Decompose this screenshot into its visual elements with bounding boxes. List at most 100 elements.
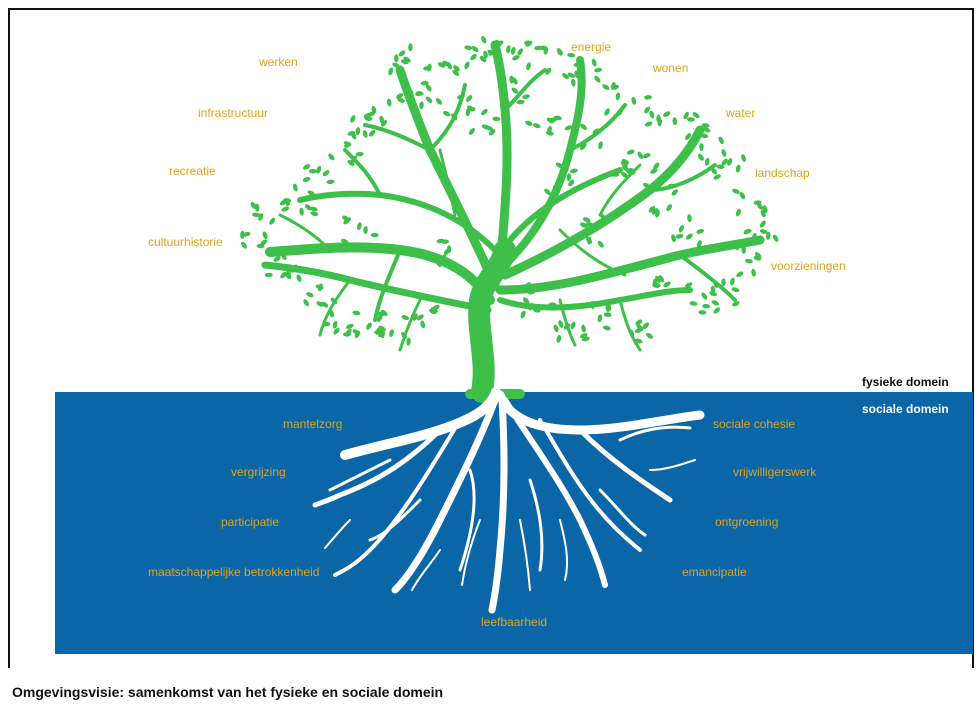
leaf-icon [532, 307, 541, 313]
leaf-icon [440, 254, 446, 262]
leaf-icon [524, 282, 531, 289]
physical-label-landschap: landschap [755, 166, 810, 180]
leaf-icon [355, 127, 361, 136]
leaf-icon [634, 338, 643, 344]
leaf-icon [420, 320, 426, 329]
leaf-icon [425, 96, 433, 103]
leaf-icon [594, 75, 601, 83]
leaf-icon [644, 121, 653, 127]
leaf-icon [744, 258, 753, 264]
leaf-icon [563, 323, 571, 330]
leaf-icon [553, 185, 558, 194]
leaf-icon [759, 220, 766, 228]
leaf-icon [733, 242, 739, 251]
leaf-icon [666, 204, 673, 212]
tree-canopy [261, 40, 765, 403]
leaf-icon [481, 108, 488, 116]
leaf-icon [355, 151, 364, 157]
leaf-icon [651, 208, 659, 215]
leaf-icon [309, 206, 318, 212]
leaf-icon [416, 314, 424, 321]
leaf-icon [564, 125, 573, 131]
social-label-mantelzorg: mantelzorg [283, 417, 343, 431]
leaf-icon [260, 239, 268, 246]
leaf-icon [526, 62, 531, 71]
leaf-icon [510, 46, 516, 55]
social-label-maatschappelijke-betrokkenheid: maatschappelijke betrokkenheid [148, 565, 320, 579]
leaf-icon [606, 303, 612, 311]
leaf-icon [687, 214, 692, 223]
leaf-icon [602, 84, 610, 90]
leaf-icon [362, 130, 368, 138]
leaf-icon [412, 313, 418, 321]
leaf-icon [376, 311, 385, 317]
leaf-icon [602, 325, 611, 331]
leaf-icon [598, 141, 603, 150]
leaf-icon [522, 94, 531, 100]
leaf-icon [464, 45, 473, 50]
leaf-icon [686, 117, 695, 122]
leaf-icon [352, 310, 361, 316]
leaf-icon [585, 222, 594, 227]
leaf-icon [430, 307, 438, 313]
leaf-icon [408, 43, 413, 52]
leaf-icon [751, 268, 756, 277]
leaf-icon [464, 61, 470, 70]
leaf-icon [721, 278, 726, 287]
leaf-icon [397, 97, 405, 103]
leaf-icon [350, 115, 356, 123]
leaf-icon [389, 329, 394, 337]
leaf-icon [343, 141, 352, 147]
leaf-icon [626, 149, 635, 155]
leaf-icon [667, 183, 676, 189]
leaf-icon [242, 231, 251, 237]
leaf-icon [264, 272, 273, 278]
leaf-icon [548, 302, 557, 307]
leaf-icon [287, 246, 294, 254]
leaf-icon [581, 324, 586, 333]
leaf-icon [731, 287, 740, 293]
leaf-icon [703, 127, 711, 133]
leaf-icon [532, 123, 541, 129]
social-label-vergrijzing: vergrijzing [231, 465, 286, 479]
leaf-icon [644, 106, 651, 114]
leaf-icon [553, 324, 559, 333]
leaf-icon [386, 98, 392, 107]
social-label-sociale-cohesie: sociale cohesie [713, 417, 796, 431]
leaf-icon [615, 92, 621, 101]
leaf-icon [322, 321, 331, 327]
leaf-icon [671, 234, 676, 243]
leaf-icon [363, 226, 368, 234]
leaf-icon [590, 301, 595, 309]
leaf-icon [574, 70, 580, 79]
leaf-icon [642, 182, 651, 189]
leaf-icon [573, 62, 582, 68]
leaf-icon [621, 158, 630, 165]
leaf-icon [435, 98, 443, 105]
social-label-vrijwilligerswerk: vrijwilligerswerk [733, 465, 817, 479]
leaf-icon [403, 56, 411, 63]
leaf-icon [366, 322, 372, 330]
leaf-icon [754, 252, 762, 259]
leaf-icon [273, 256, 281, 262]
leaf-icon [698, 310, 707, 315]
leaf-icon [406, 337, 411, 346]
leaf-icon [347, 131, 356, 136]
leaf-icon [544, 188, 551, 195]
tree-leaves [240, 35, 779, 346]
leaf-icon [356, 222, 362, 231]
physical-label-infrastructuur: infrastructuur [198, 106, 269, 120]
leaf-icon [704, 157, 710, 166]
leaf-icon [692, 112, 700, 119]
social-label-emancipatie: emancipatie [682, 565, 747, 579]
leaf-icon [277, 265, 286, 271]
leaf-icon [267, 248, 275, 255]
leaf-icon [570, 321, 576, 330]
leaf-icon [316, 165, 322, 174]
leaf-icon [420, 80, 429, 86]
leaf-icon [741, 154, 747, 162]
leaf-icon [286, 269, 291, 278]
leaf-icon [582, 217, 591, 223]
leaf-icon [545, 67, 552, 75]
